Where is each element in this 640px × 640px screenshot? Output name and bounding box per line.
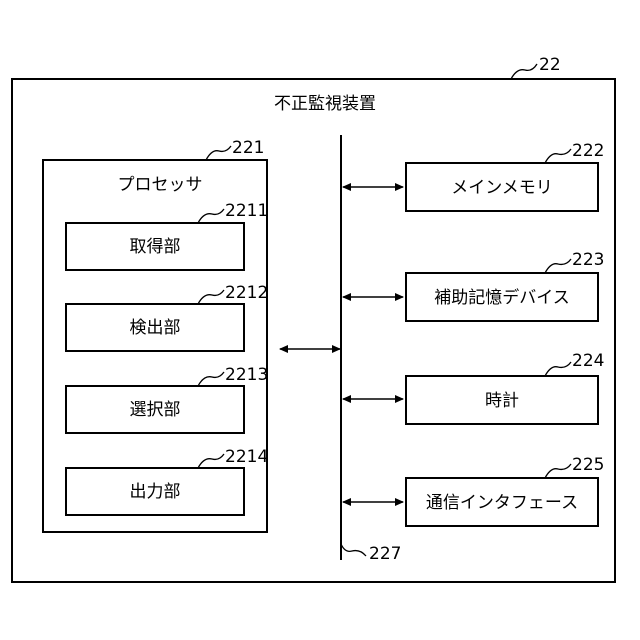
unit-output: 2214 出力部 [66, 447, 268, 515]
clock-label: 時計 [485, 391, 519, 411]
communication-interface-ref-number: 225 [572, 455, 604, 475]
unit-output-ref-leader [198, 454, 224, 468]
unit-detection-label: 検出部 [130, 318, 181, 338]
unit-selection-ref-number: 2213 [225, 365, 268, 385]
processor-ref-number: 221 [232, 138, 264, 158]
unit-selection-ref-leader [198, 372, 224, 386]
component-clock: 224 時計 [343, 351, 604, 424]
component-communication-interface: 225 通信インタフェース [343, 455, 604, 526]
device-ref-number: 22 [539, 55, 561, 75]
main-memory-ref-number: 222 [572, 141, 604, 161]
unit-acquisition: 2211 取得部 [66, 201, 268, 270]
communication-interface-ref-leader [545, 464, 571, 478]
auxiliary-storage-label: 補助記憶デバイス [434, 287, 570, 308]
main-memory-label: メインメモリ [451, 178, 553, 198]
auxiliary-storage-ref-number: 223 [572, 250, 604, 270]
component-main-memory: 222 メインメモリ [343, 141, 604, 211]
unit-detection-ref-leader [198, 290, 224, 304]
main-memory-ref-leader [545, 149, 571, 163]
unit-output-ref-number: 2214 [225, 447, 268, 467]
processor-title: プロセッサ [118, 175, 203, 195]
unit-selection: 2213 選択部 [66, 365, 268, 433]
unit-detection-ref-number: 2212 [225, 283, 268, 303]
bus-ref-leader [341, 544, 366, 556]
component-auxiliary-storage: 223 補助記憶デバイス [343, 250, 604, 321]
unit-acquisition-ref-number: 2211 [225, 201, 268, 221]
unit-output-label: 出力部 [130, 482, 181, 502]
unit-acquisition-label: 取得部 [130, 237, 181, 257]
device-ref-leader [511, 64, 537, 79]
clock-ref-leader [545, 362, 571, 376]
device-title: 不正監視装置 [274, 94, 376, 114]
communication-interface-label: 通信インタフェース [426, 493, 578, 513]
processor-ref-leader [206, 146, 231, 160]
unit-acquisition-ref-leader [198, 209, 224, 223]
unit-detection: 2212 検出部 [66, 283, 268, 351]
clock-ref-number: 224 [572, 351, 604, 371]
unit-selection-label: 選択部 [130, 400, 181, 420]
auxiliary-storage-ref-leader [545, 259, 571, 273]
bus-ref-number: 227 [369, 544, 401, 564]
